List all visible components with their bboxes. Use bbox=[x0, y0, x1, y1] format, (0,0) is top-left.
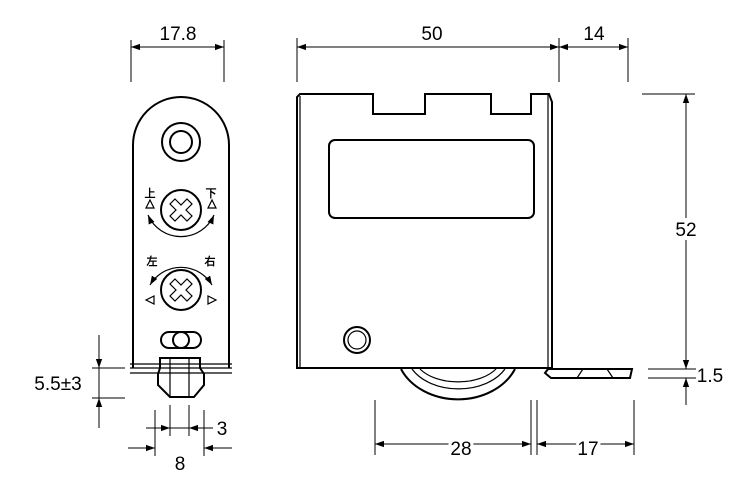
mounting-plate bbox=[132, 96, 230, 368]
dim-roller-outer: 8 bbox=[175, 454, 186, 475]
dim-wheel: 28 bbox=[450, 439, 471, 460]
dim-foot: 14 bbox=[583, 24, 605, 45]
label-down: 下 bbox=[206, 187, 217, 200]
adjust-hole-icon bbox=[343, 326, 371, 354]
foot-plate bbox=[543, 368, 634, 379]
dim-plate: 1.5 bbox=[697, 366, 723, 387]
dim-offset: 17 bbox=[577, 439, 598, 460]
slot bbox=[160, 331, 202, 349]
height-adjust-screw-icon bbox=[145, 189, 217, 238]
dim-height: 52 bbox=[675, 220, 696, 241]
label-up: 上 bbox=[145, 186, 156, 200]
dim-roller-inner: 3 bbox=[217, 419, 228, 440]
mount-hole-icon bbox=[161, 122, 201, 162]
dim-width: 17.8 bbox=[160, 24, 197, 45]
housing bbox=[296, 93, 553, 369]
dim-length: 50 bbox=[421, 24, 442, 45]
window bbox=[328, 139, 535, 219]
lateral-adjust-screw-icon bbox=[144, 266, 218, 311]
roller-block bbox=[157, 357, 205, 398]
label-left: 左 bbox=[146, 254, 158, 268]
dim-adjust: 5.5±3 bbox=[34, 374, 81, 395]
roller-wheel bbox=[400, 368, 516, 401]
front-view: 上 下 左 右 17.8 5.5±3 3 8 bbox=[34, 24, 232, 475]
label-right: 右 bbox=[204, 254, 216, 268]
side-view: 50 14 52 1.5 28 17 bbox=[296, 24, 723, 463]
